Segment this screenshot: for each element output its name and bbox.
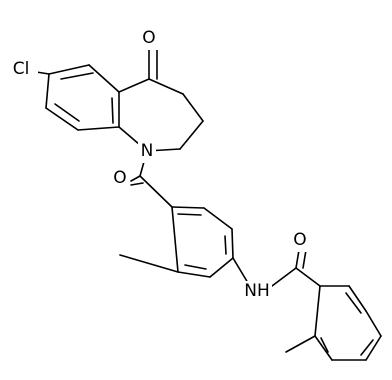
- bond-line: [314, 285, 321, 337]
- bond-line: [295, 267, 321, 287]
- bond-line: [171, 206, 205, 209]
- bond-line: [77, 126, 120, 131]
- ketone-oxygen-label: O: [142, 28, 155, 48]
- bond-line: [119, 254, 179, 273]
- bond-line: [48, 64, 90, 75]
- bond-line: [139, 175, 173, 208]
- ring-nitrogen-bg: [138, 141, 156, 163]
- bond-line: [177, 271, 211, 278]
- bond-line: [360, 339, 374, 356]
- bond-line: [224, 235, 227, 255]
- bond-line: [45, 107, 79, 131]
- bond-line: [171, 206, 179, 273]
- bond-line: [231, 228, 234, 259]
- amide-oxygen-label: O: [293, 230, 306, 250]
- bond-line: [60, 72, 94, 80]
- bond-line: [314, 335, 333, 361]
- bond-line: [111, 97, 114, 124]
- bond-line: [130, 182, 144, 186]
- bond-line: [209, 257, 234, 278]
- bond-line: [118, 78, 150, 93]
- chlorine-label: Cl: [13, 59, 30, 79]
- bond-line: [179, 120, 204, 150]
- bond-line: [148, 78, 184, 95]
- carbonyl-oxygen-label: O: [113, 168, 126, 188]
- bond-line: [285, 335, 316, 353]
- ring-nitrogen-label: N: [141, 141, 154, 161]
- amide-oxygen-bg: [291, 230, 309, 252]
- bond-line: [267, 267, 297, 290]
- bond-line: [203, 207, 233, 230]
- bond-line: [348, 285, 367, 312]
- bond-line: [365, 335, 382, 361]
- bond-line: [184, 264, 207, 270]
- bond-line: [45, 73, 50, 109]
- bond-line: [232, 257, 249, 284]
- bond-line: [365, 310, 382, 337]
- chlorine-bg: [2, 59, 38, 81]
- bond-line: [295, 249, 300, 269]
- bond-line: [130, 175, 141, 182]
- bond-line: [88, 64, 120, 93]
- bond-layer: [29, 47, 382, 361]
- bond-line: [54, 103, 80, 122]
- bond-line: [345, 292, 362, 314]
- atom-label-layer: O Cl N O NH O: [2, 28, 309, 303]
- bond-line: [182, 93, 204, 122]
- amide-nitrogen-label: NH: [244, 281, 270, 301]
- bond-line: [177, 213, 202, 216]
- bond-line: [302, 249, 307, 269]
- bond-line: [320, 337, 329, 353]
- amide-nitrogen-bg: [242, 281, 272, 303]
- ketone-oxygen-bg: [140, 28, 158, 50]
- carbonyl-oxygen-bg: [111, 168, 129, 190]
